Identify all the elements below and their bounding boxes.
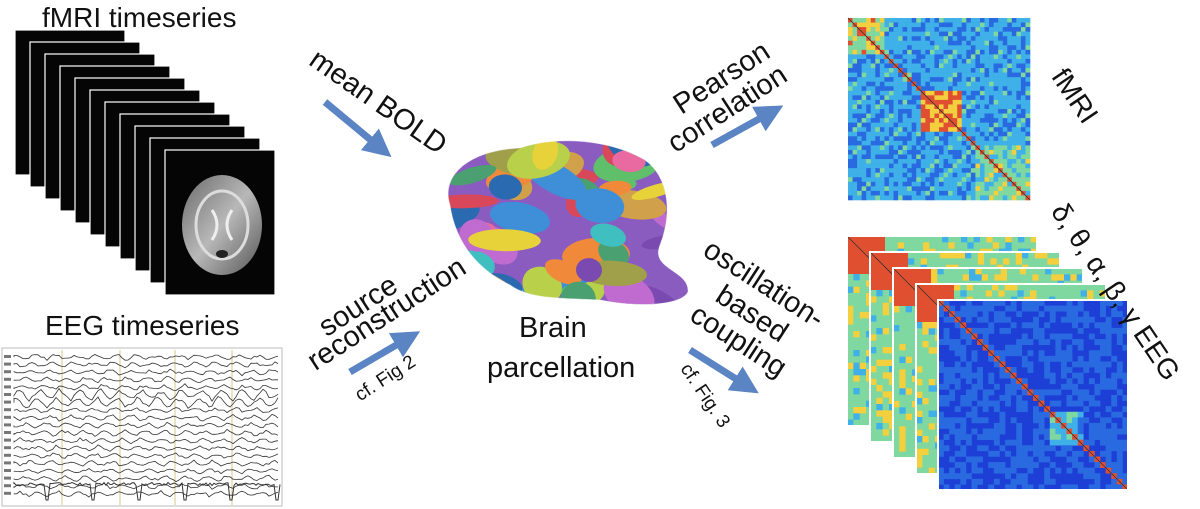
parcellation-label: parcellation [487, 352, 635, 385]
fmri-connectivity-matrix [848, 18, 1030, 200]
eeg-channel-label [4, 408, 11, 411]
fmri-slice [165, 150, 275, 295]
eeg-channel-label [4, 401, 11, 404]
eeg-channel-label [4, 477, 11, 480]
eeg-channel-label [4, 355, 11, 358]
eeg-channel-label [4, 393, 11, 396]
eeg-channel-label [4, 378, 11, 381]
eeg-channel-label [4, 416, 11, 419]
eeg-channel-label [4, 439, 11, 442]
connectivity-matrix [848, 18, 1030, 200]
eeg-channel-label [4, 423, 11, 426]
eeg-channel-label [4, 461, 11, 464]
eeg-channel-label [4, 484, 11, 487]
eeg-channel-label [4, 385, 11, 388]
eeg-channel-label [4, 492, 11, 495]
eeg-channel-label [4, 363, 11, 366]
eeg-channel-label [4, 446, 11, 449]
eeg-channel-label [4, 469, 11, 472]
eeg-channel-label [4, 454, 11, 457]
brain-label: Brain [519, 312, 587, 345]
eeg-channel-label [4, 431, 11, 434]
eeg-band-matrix [938, 300, 1128, 490]
fmri-timeseries-label: fMRI timeseries [42, 2, 236, 34]
fmri-slice-stack [15, 30, 275, 295]
eeg-trace-panel [2, 348, 282, 506]
eeg-timeseries-label: EEG timeseries [45, 310, 240, 342]
eeg-channel-label [4, 370, 11, 373]
